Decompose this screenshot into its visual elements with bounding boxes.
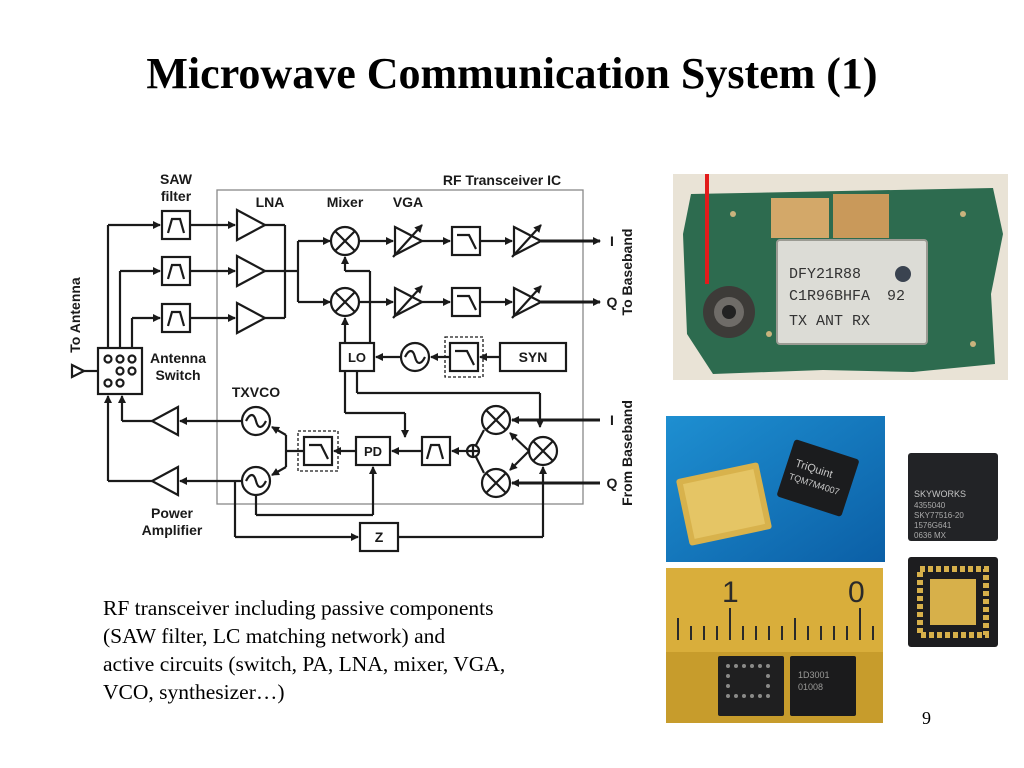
- tx-bpf: [420, 435, 452, 467]
- caption-line-2: (SAW filter, LC matching network) and: [103, 624, 446, 648]
- skyworks-label-l5: 0636 MX: [914, 531, 947, 540]
- skyworks-chips-photo: SKYWORKS 4355040 SKY77516-20 1576G641 06…: [900, 445, 1024, 655]
- label-power-l1: Power: [151, 505, 194, 521]
- lpf-i: [450, 225, 482, 257]
- pd-block: [354, 435, 392, 467]
- caption-line-3: active circuits (switch, PA, LNA, mixer,…: [103, 652, 506, 676]
- rf-transceiver-block-diagram: SAW filter LNA Mixer VGA RF Transceiver …: [67, 171, 635, 553]
- label-rx-q: Q: [607, 294, 618, 310]
- label-syn: SYN: [519, 349, 548, 365]
- loop-filter-tx: [302, 435, 334, 467]
- label-rf-transceiver-ic: RF Transceiver IC: [443, 172, 561, 188]
- rf-module-photo: DFY21R88 C1R96BHFA 92 TX ANT RX: [673, 174, 1008, 380]
- chip-text-l1: 1D3001: [798, 670, 830, 680]
- lpf-q: [450, 286, 482, 318]
- label-tx-i: I: [610, 412, 614, 428]
- module-label-num: 92: [887, 288, 905, 305]
- loop-filter-rx: [448, 341, 480, 373]
- label-from-baseband: From Baseband: [619, 400, 635, 506]
- label-to-antenna: To Antenna: [67, 277, 83, 353]
- label-lo: LO: [348, 350, 366, 365]
- label-mixer: Mixer: [327, 194, 364, 210]
- slide-title: Microwave Communication System (1): [146, 49, 878, 98]
- page-number: 9: [922, 708, 931, 728]
- lna-3: [235, 301, 268, 335]
- label-z: Z: [375, 529, 384, 545]
- syn-block: [498, 341, 568, 373]
- label-saw-l1: SAW: [160, 171, 193, 187]
- label-power-l2: Amplifier: [142, 522, 203, 538]
- module-label-l2: C1R96BHFA: [789, 288, 870, 305]
- ruler-mark-1: 1: [722, 576, 739, 609]
- module-label-l3: TX ANT RX: [789, 313, 870, 330]
- label-pd: PD: [364, 444, 382, 459]
- caption: RF transceiver including passive compone…: [103, 594, 663, 706]
- module-logo-icon: [895, 266, 911, 282]
- label-vga: VGA: [393, 194, 423, 210]
- ruler-mark-0: 0: [848, 576, 865, 609]
- label-tx-q: Q: [607, 475, 618, 491]
- label-to-baseband: To Baseband: [619, 229, 635, 316]
- label-rx-i: I: [610, 233, 614, 249]
- label-saw-l2: filter: [161, 188, 192, 204]
- skyworks-label-l4: 1576G641: [914, 521, 952, 530]
- label-antenna-switch-l1: Antenna: [150, 350, 206, 366]
- caption-line-4: VCO, synthesizer…): [103, 680, 285, 704]
- power-amplifier-1: [149, 405, 180, 437]
- label-lna: LNA: [256, 194, 285, 210]
- ruler-chips-photo: 1 0 1D3001 01008: [666, 568, 883, 723]
- saw-filter-3: [160, 302, 192, 334]
- saw-filter-2: [160, 255, 192, 287]
- chip-text-l2: 01008: [798, 682, 823, 692]
- label-antenna-switch-l2: Switch: [155, 367, 200, 383]
- label-txvco: TXVCO: [232, 384, 280, 400]
- skyworks-label-l2: 4355040: [914, 501, 946, 510]
- lna-1: [235, 208, 268, 242]
- lna-2: [235, 254, 268, 288]
- caption-line-1: RF transceiver including passive compone…: [103, 596, 494, 620]
- module-label-l1: DFY21R88: [789, 266, 861, 283]
- saw-filter-1: [160, 209, 192, 241]
- antenna-icon: [70, 363, 87, 379]
- skyworks-label-l3: SKY77516-20: [914, 511, 964, 520]
- skyworks-label-l1: SKYWORKS: [914, 489, 966, 499]
- power-amplifier-2: [149, 465, 180, 497]
- triquint-chips-photo: TriQuint TQM7M4007: [666, 416, 885, 562]
